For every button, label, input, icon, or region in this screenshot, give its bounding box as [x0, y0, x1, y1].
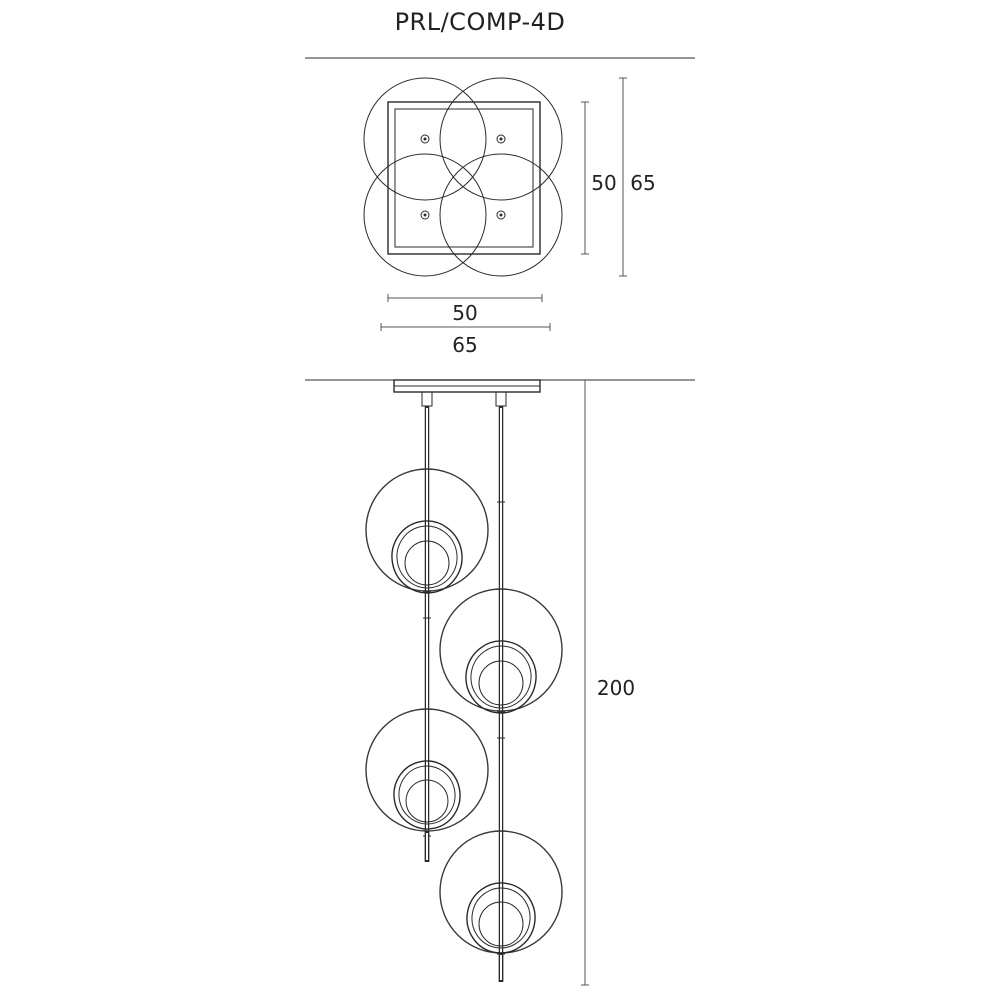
rod-connector-right [495, 391, 507, 407]
mounting-point-icon [496, 134, 506, 144]
dim-label-outer-height: 65 [630, 171, 655, 195]
suspension-rod-right [497, 406, 505, 982]
ceiling-canopy-icon [393, 379, 541, 393]
top-view: 50 65 50 65 [363, 77, 656, 357]
rod-connector-left [421, 391, 433, 407]
bulb-icon [478, 660, 524, 706]
side-view: 200 [365, 379, 635, 986]
bulb-icon [404, 540, 450, 586]
globe-footprint-bottom-left [363, 153, 487, 277]
canopy-plate-inner [394, 108, 534, 248]
bulb-icon [478, 901, 524, 947]
globe-footprint-top-left [363, 77, 487, 201]
dim-label-outer-width: 65 [452, 333, 477, 357]
dim-label-inner-height: 50 [591, 171, 616, 195]
dim-line-total-height [581, 380, 589, 986]
mounting-point-icon [496, 210, 506, 220]
globe-footprint-top-right [439, 77, 563, 201]
dim-line-outer-height [619, 77, 627, 277]
dim-label-inner-width: 50 [452, 301, 477, 325]
drawing-title: PRL/COMP-4D [395, 8, 566, 36]
dim-line-outer-width [380, 323, 551, 331]
dim-line-inner-width [387, 294, 543, 302]
mounting-point-icon [420, 210, 430, 220]
glass-globe-icon [439, 588, 563, 714]
bulb-icon [405, 779, 449, 823]
dim-label-total-height: 200 [597, 676, 635, 700]
glass-globe-icon [365, 468, 489, 594]
canopy-plate-outer [387, 101, 541, 255]
mounting-point-icon [420, 134, 430, 144]
globe-footprint-bottom-right [439, 153, 563, 277]
dim-line-inner-height [581, 101, 589, 255]
suspension-rod-left [423, 406, 431, 862]
